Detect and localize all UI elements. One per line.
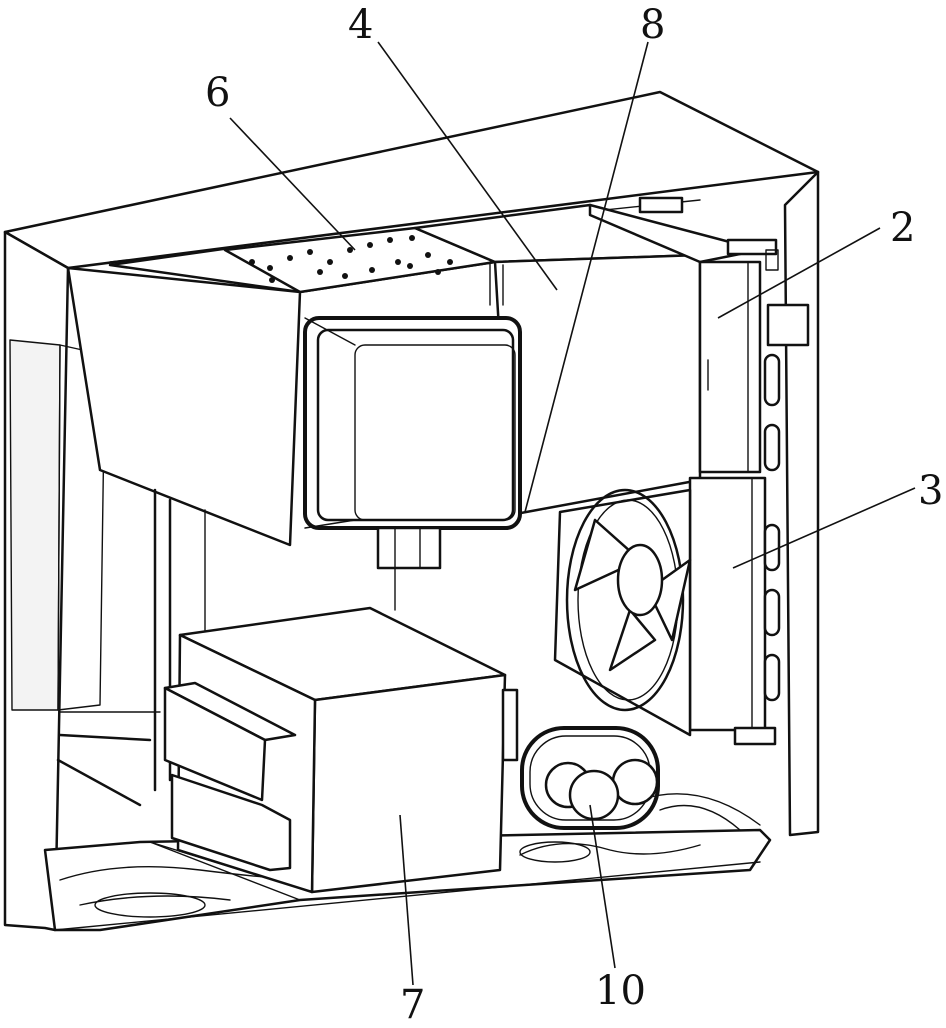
label-7: 7	[400, 982, 425, 1028]
label-2: 2	[890, 205, 915, 251]
label-3: 3	[918, 468, 943, 514]
wall-bumps	[765, 355, 779, 700]
fan	[555, 490, 690, 735]
transformer-7	[150, 608, 517, 900]
label-4: 4	[348, 2, 373, 48]
connector	[378, 528, 440, 610]
label-10: 10	[595, 968, 646, 1014]
cover-plate	[305, 318, 520, 528]
side-module-3	[690, 478, 775, 744]
label-8: 8	[640, 2, 665, 48]
label-6: 6	[205, 70, 230, 116]
capacitor-10	[522, 728, 658, 828]
